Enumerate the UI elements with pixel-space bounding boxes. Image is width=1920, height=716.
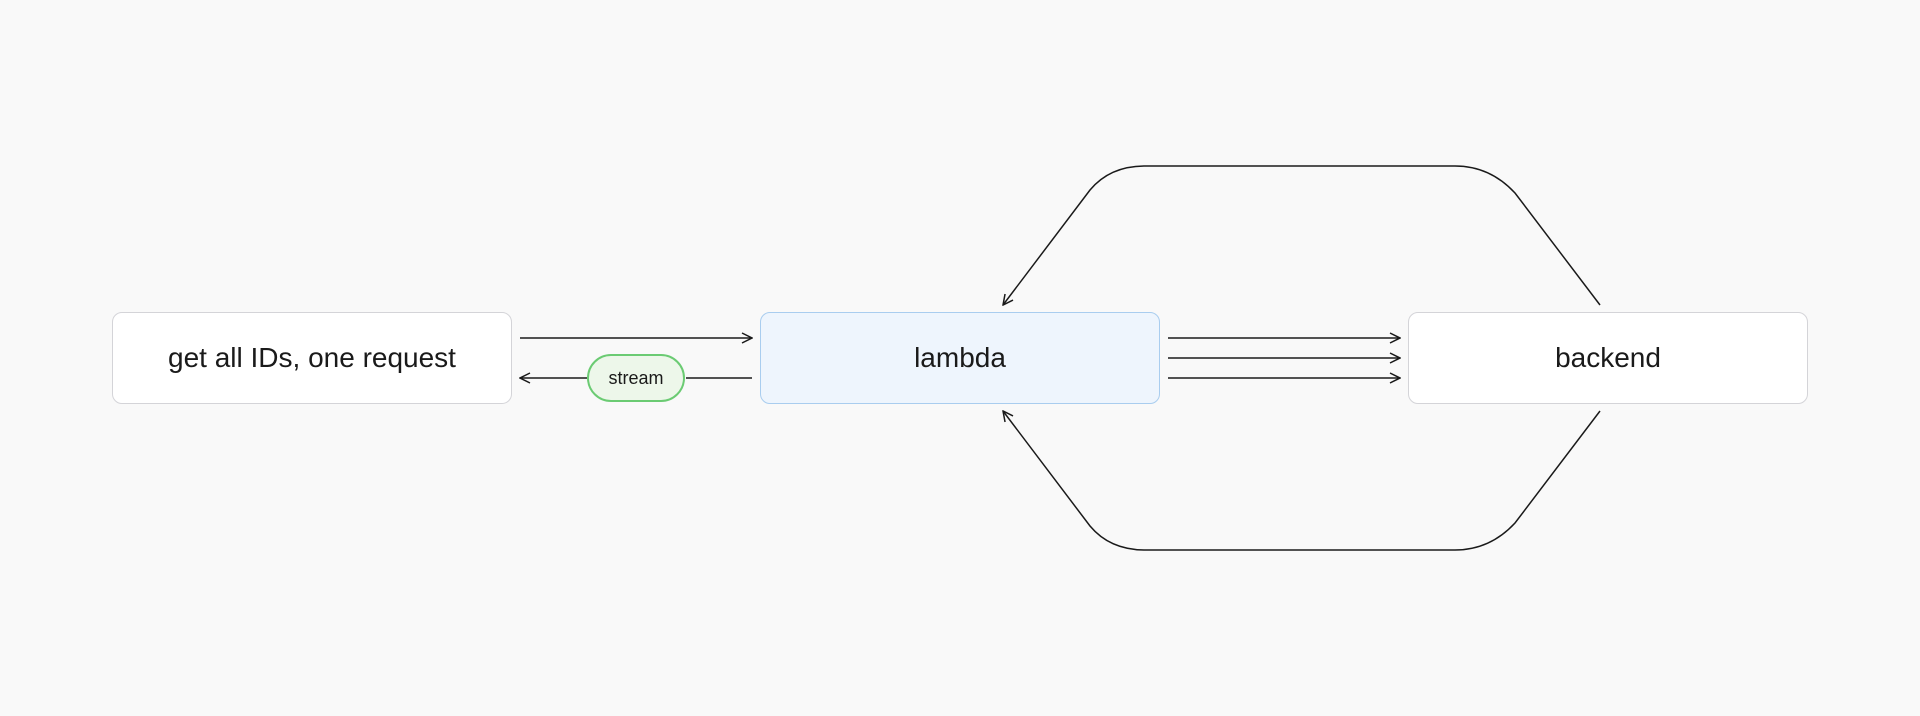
backend-node[interactable]: backend xyxy=(1408,312,1808,404)
edge-backend-to-lambda-bottom xyxy=(1003,411,1601,551)
stream-label-text: stream xyxy=(608,367,664,388)
stream-edge-label: stream xyxy=(587,354,685,402)
lambda-node-label: lambda xyxy=(914,342,1006,373)
lambda-node[interactable]: lambda xyxy=(760,312,1160,404)
client-node[interactable]: get all IDs, one request xyxy=(112,312,512,404)
edge-backend-to-lambda-top xyxy=(1003,165,1601,305)
backend-node-label: backend xyxy=(1555,342,1661,373)
client-node-label: get all IDs, one request xyxy=(168,342,456,373)
